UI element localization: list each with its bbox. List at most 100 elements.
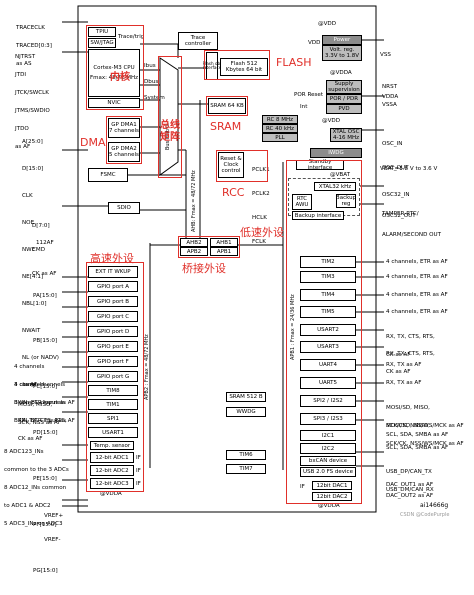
pin-spi3: MOSI/SD, MISO, SCK/CK, NSS/WS/MCK as AF (386, 411, 464, 453)
pin-nl: NL (or NADV) (22, 355, 59, 361)
gpio-a-block: GPIO port A (88, 281, 138, 292)
tim7-block: TIM7 (226, 464, 266, 474)
bus-annotation: 总线 矩阵 (160, 120, 180, 143)
vssa-pin: VSSA (382, 102, 397, 108)
volt-reg-block: Volt. reg. 3.3V to 1.8V (322, 45, 362, 61)
pin-spi3-mosi: MOSI/SD, MISO, (386, 423, 430, 429)
trace-controller-block: Trace controller (178, 32, 218, 50)
high-speed-highlight (86, 262, 144, 492)
power-block: Power (322, 35, 362, 45)
gpio-b-block: GPIO port B (88, 296, 138, 307)
ahb-fmax-label: AHB: Fmax = 48/72 MHz (191, 170, 197, 232)
supply-block: Supply supervision (326, 80, 362, 94)
cpu-name: Cortex-M3 CPU (93, 65, 135, 71)
adc1-block: 12-bit ADC1 (90, 452, 134, 463)
pin-nwait: NWAIT (22, 328, 41, 334)
pin-112af: 112AF (36, 240, 54, 246)
tim8-block: TIM8 (88, 385, 138, 396)
pin-vref-minus: VREF- (44, 537, 61, 543)
pin-jtdo: JTDO (15, 126, 29, 132)
pin-dac1: DAC_OUT1 as AF (386, 482, 434, 488)
sram-block: SRAM 64 KB (208, 98, 246, 114)
pin-osc-out: OSC_OUT (382, 165, 409, 171)
pin-osc32-in: OSC32_IN (382, 192, 410, 198)
dac2-block: 12bit DAC2 (312, 492, 352, 501)
rtc-block: RTC AWU (292, 194, 312, 210)
bridge-annotation: 桥接外设 (182, 262, 226, 275)
sram-highlight (206, 96, 248, 116)
spi1-pins: MOSI, MISO, SCK, NSS as AF (18, 390, 61, 432)
pin-spi1-mosi: MOSI, MISO, (18, 402, 53, 408)
dma1-block: GP DMA1 7 channels (108, 118, 140, 138)
low-speed-highlight (286, 160, 362, 504)
backup-reg-block: Backup reg (335, 194, 357, 208)
tpiu-block: TPIU (88, 27, 116, 37)
pin-usart2-ck: CK as AF (386, 352, 411, 358)
tim3-block: TIM3 (300, 271, 356, 283)
spi2-block: SPI2 / I2S2 (300, 395, 356, 407)
ext-it-block: EXT IT WKUP (88, 266, 138, 278)
high-speed-annotation: 高速外设 (90, 252, 134, 265)
sdio-pins: D[7:0] CMD CK as AF (32, 206, 57, 286)
pin-cmd: CMD (32, 247, 46, 253)
usart1-block: USART1 (88, 427, 138, 438)
gpio-e-block: GPIO port E (88, 341, 138, 352)
pin-jtdi: JTDI (15, 72, 27, 78)
pin-usart2: RX, TX, CTS, RTS, CK as AF (386, 322, 435, 364)
vdda-pin: VDDA (382, 94, 399, 100)
tim1-pins: 4 channels 3 compl. channels BKIN, ETR i… (14, 370, 75, 430)
swjtag-block: SW/JTAG (88, 38, 116, 48)
fclk-label: FCLK (252, 239, 266, 245)
wwdg-block: WWDG (226, 407, 266, 417)
dbus-label: Dbus (144, 79, 159, 85)
temp-sensor-block: Temp. sensor (90, 441, 134, 450)
pin-uart5: RX, TX as AF (386, 380, 422, 386)
usart3-block: USART3 (300, 341, 356, 353)
pin-ne: NE[4:1] (22, 274, 44, 280)
xtal32-block: XTAL32 kHz (314, 182, 356, 191)
jtag-pins: NJTRST JTDI JTCK/SWCLK JTMS/SWDIO JTDO a… (15, 42, 50, 156)
vbat-top-label: @VBAT (330, 172, 351, 178)
rcc-highlight (216, 150, 268, 182)
vss-pin: VSS (380, 52, 391, 58)
pin-i2c1: SCL, SDA, SMBA as AF (386, 432, 449, 438)
pin-jtms: JTMS/SWDIO (15, 108, 50, 114)
bxcan-block: bxCAN device (300, 456, 356, 466)
pin-trace-as: as AS (16, 61, 32, 67)
pin-tim1-ch: 4 channels (14, 382, 45, 388)
flash-block: Flash 512 Kbytes 64 bit (220, 58, 268, 76)
pin-dac2: DAC_OUT2 as AF (386, 493, 434, 499)
pin-usart2-rx: RX, TX, CTS, RTS, (386, 334, 435, 340)
i2c2-block: I2C2 (300, 443, 356, 454)
vdd-pin: VDD (308, 40, 321, 46)
usb-block: USB 2.0 FS device (300, 467, 356, 477)
pin-tim8-compl: 3 compl. channels (14, 382, 65, 388)
pin-spi2-sck: SCK/CK, NSS/WS/MCK as AF (386, 423, 464, 429)
pin-can-tx: USB_DP/CAN_TX (386, 469, 432, 475)
spi3-block: SPI3 / I2S3 (300, 413, 356, 425)
vbat-pin: VBAT=1.8 V to 3.6 V (380, 166, 438, 172)
pin-pe: PE[15:0] (33, 476, 57, 483)
rcc-annotation: RCC (222, 186, 245, 199)
pclk2-label: PCLK2 (252, 191, 270, 197)
trace-trig-label: Trace/trig (118, 34, 145, 40)
vdda-top-label: @VDDA (330, 70, 352, 76)
pin-pd: PD[15:0] (33, 430, 58, 437)
i2c1-block: I2C1 (300, 430, 356, 441)
pin-can-rx: USB_DM/CAN_RX (386, 487, 434, 493)
adc3-if: IF (136, 481, 141, 487)
gpio-g-block: GPIO port G (88, 371, 138, 382)
fsmc-block: FSMC (88, 168, 128, 182)
iwdg-block: IWDG (310, 148, 362, 158)
pvd-block: PVD (326, 104, 362, 114)
sdio-block: SDIO (108, 202, 140, 214)
pin-fsmc-af: as AF (22, 382, 38, 388)
pin-njtrst: NJTRST (15, 54, 36, 60)
vref-pins: VREF+ VREF- (44, 496, 63, 552)
pclk1-label: PCLK1 (252, 167, 270, 173)
pin-osc-in: OSC_IN (382, 141, 403, 147)
pll-block: PLL (262, 133, 298, 142)
pin-adc12-common: to ADC1 & ADC2 (4, 503, 51, 509)
pin-traceclk: TRACECLK (16, 25, 45, 31)
apb2-bridge: APB2 (180, 247, 208, 256)
